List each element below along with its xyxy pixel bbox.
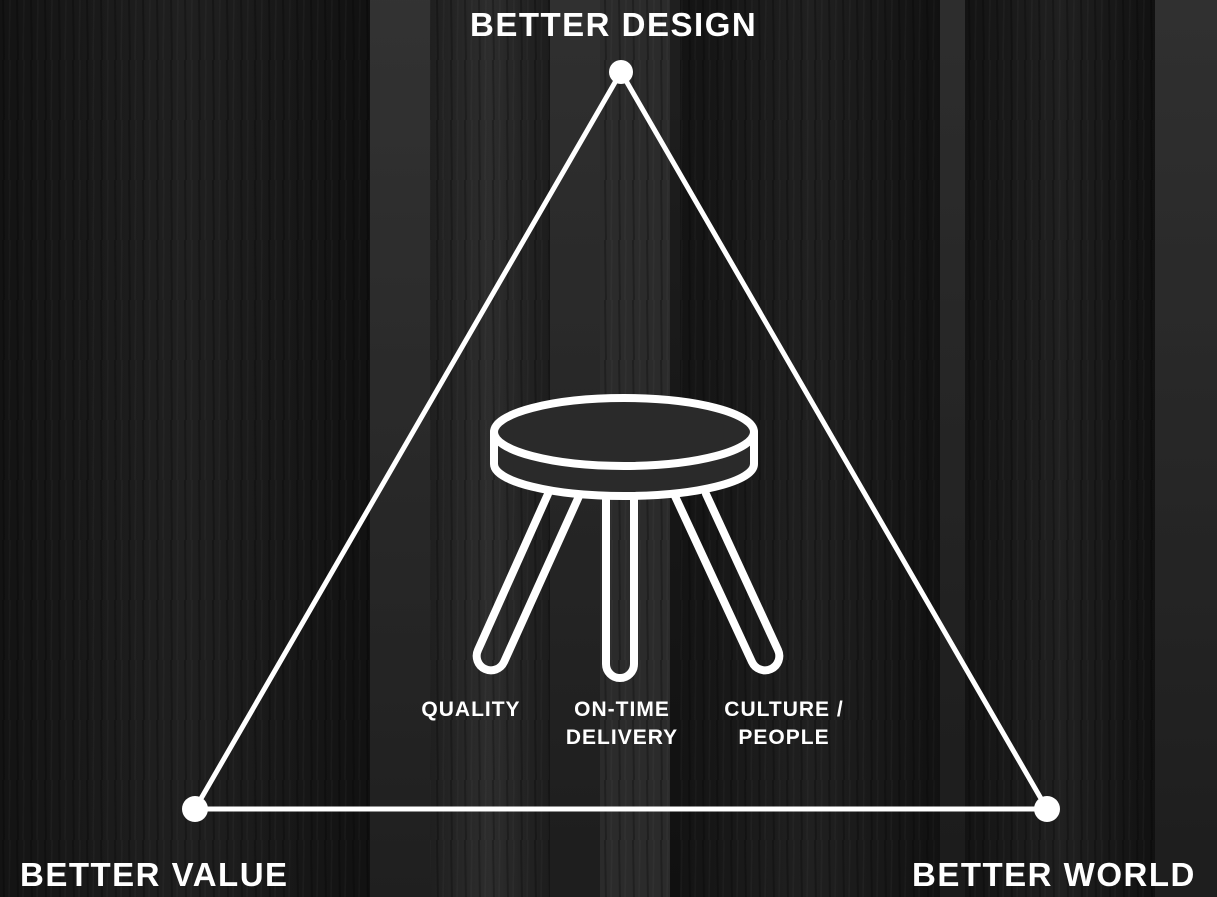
leg-label-culture-people-line-1: CULTURE / bbox=[706, 696, 862, 724]
stool-leg-right bbox=[674, 494, 779, 670]
label-better-design: BETTER DESIGN bbox=[470, 6, 757, 44]
stool-leg-left bbox=[477, 494, 580, 670]
leg-label-on-time-delivery: ON-TIME DELIVERY bbox=[552, 696, 692, 752]
leg-label-quality: QUALITY bbox=[412, 696, 530, 724]
bottom-right-vertex-dot bbox=[1034, 796, 1060, 822]
stool-leg-center bbox=[606, 496, 634, 678]
stool-seat-top bbox=[494, 398, 754, 466]
leg-label-culture-people: CULTURE / PEOPLE bbox=[706, 696, 862, 752]
leg-label-on-time-delivery-line-2: DELIVERY bbox=[552, 724, 692, 752]
top-vertex-dot bbox=[609, 60, 633, 84]
leg-label-on-time-delivery-line-1: ON-TIME bbox=[552, 696, 692, 724]
leg-label-quality-line-1: QUALITY bbox=[412, 696, 530, 724]
leg-label-culture-people-line-2: PEOPLE bbox=[706, 724, 862, 752]
label-better-world: BETTER WORLD bbox=[912, 856, 1196, 894]
stool-icon bbox=[477, 398, 780, 678]
bottom-left-vertex-dot bbox=[182, 796, 208, 822]
label-better-value: BETTER VALUE bbox=[20, 856, 289, 894]
